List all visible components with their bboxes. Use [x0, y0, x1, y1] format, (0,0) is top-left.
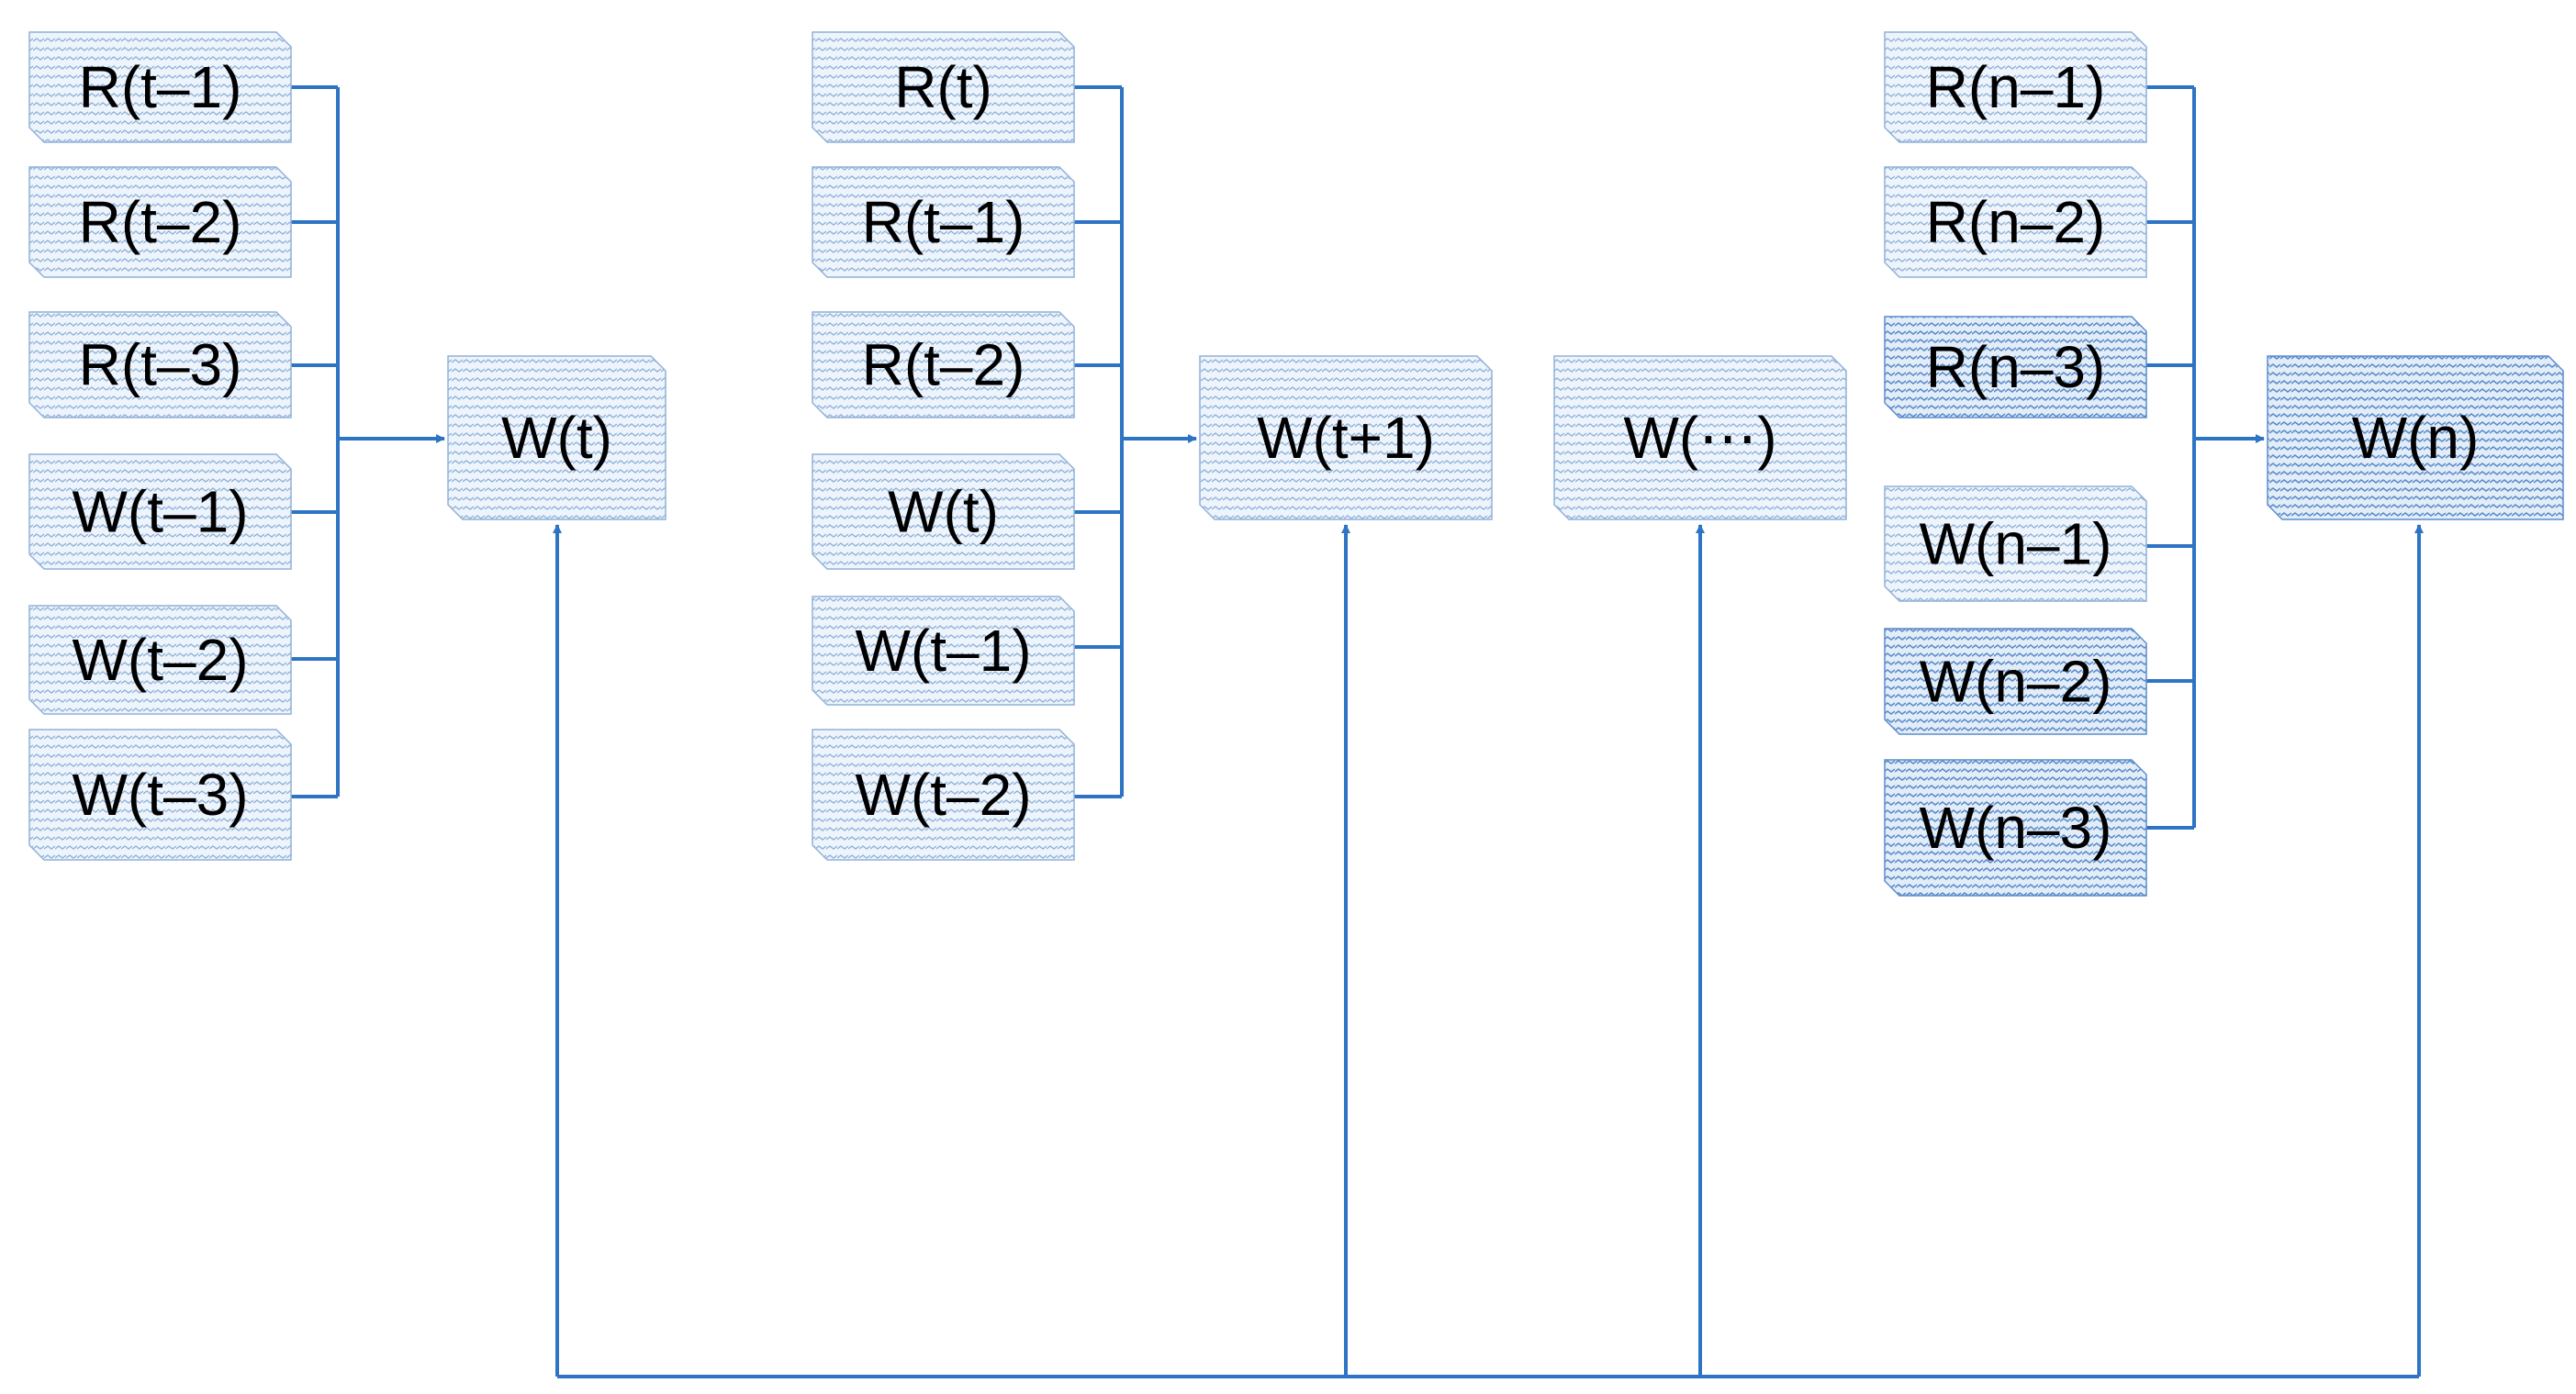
output-box: W(t)	[447, 355, 666, 520]
input-label: W(t–2)	[73, 627, 249, 693]
input-box: R(t–2)	[812, 311, 1075, 418]
group-w-t: R(t–1) R(t–2) R(t–3) W(t–1) W(t–2) W(t–3…	[28, 31, 666, 861]
box-shape	[812, 31, 1075, 143]
box-shape	[1553, 355, 1847, 520]
group-w-n: R(n–1) R(n–2) R(n–3) W(n–1) W(n–2) W(n–3…	[1884, 31, 2564, 897]
input-label: W(t–1)	[73, 479, 249, 545]
input-box: W(t–2)	[28, 605, 292, 715]
output-label: W(n)	[2352, 405, 2480, 471]
box-shape	[812, 453, 1075, 570]
box-shape	[812, 729, 1075, 861]
input-label: R(t–3)	[79, 332, 242, 398]
output-label: W(⋯)	[1623, 405, 1776, 471]
output-box: W(t+1)	[1199, 355, 1493, 520]
connector-lines	[291, 85, 2424, 1378]
input-box: W(t–3)	[28, 729, 292, 861]
box-shape	[2267, 355, 2564, 520]
input-label: R(t–1)	[79, 54, 242, 120]
input-label: W(n–2)	[1920, 649, 2112, 715]
box-shape	[28, 311, 292, 418]
input-box: R(n–3)	[1884, 316, 2147, 418]
input-box: R(t–1)	[812, 166, 1075, 278]
input-box: W(t)	[812, 453, 1075, 570]
group-w-t-plus-1: R(t) R(t–1) R(t–2) W(t) W(t–1) W(t–2) W(…	[812, 31, 1493, 861]
box-shape	[447, 355, 666, 520]
box-shape	[1884, 166, 2147, 278]
output-box: W(⋯)	[1553, 355, 1847, 520]
input-label: W(n–1)	[1920, 511, 2112, 577]
input-box: R(n–1)	[1884, 31, 2147, 143]
input-box: W(t–2)	[812, 729, 1075, 861]
input-label: R(n–2)	[1926, 189, 2106, 255]
box-shape	[812, 311, 1075, 418]
box-shape	[1884, 759, 2147, 897]
input-box: W(n–1)	[1884, 485, 2147, 602]
output-label: W(t)	[501, 405, 612, 471]
input-box: R(t–3)	[28, 311, 292, 418]
input-box: W(n–2)	[1884, 628, 2147, 735]
box-shape	[28, 605, 292, 715]
input-label: R(t)	[894, 54, 992, 120]
input-label: R(n–1)	[1926, 54, 2106, 120]
group-w-ellipsis: W(⋯)	[1553, 355, 1847, 520]
input-label: R(n–3)	[1926, 334, 2106, 400]
input-box: W(n–3)	[1884, 759, 2147, 897]
box-shape	[28, 729, 292, 861]
box-shape	[1884, 316, 2147, 418]
output-label: W(t+1)	[1257, 405, 1435, 471]
input-label: W(n–3)	[1920, 795, 2112, 861]
box-shape	[1884, 31, 2147, 143]
box-shape	[28, 453, 292, 570]
input-label: W(t–3)	[73, 762, 249, 828]
input-label: R(t–2)	[862, 332, 1025, 398]
box-shape	[1199, 355, 1493, 520]
output-box: W(n)	[2267, 355, 2564, 520]
box-shape	[812, 166, 1075, 278]
input-box: W(t–1)	[812, 596, 1075, 706]
input-label: R(t–2)	[79, 189, 242, 255]
input-box: R(t–1)	[28, 31, 292, 143]
input-label: W(t)	[888, 479, 999, 545]
box-shape	[28, 31, 292, 143]
box-shape	[1884, 485, 2147, 602]
input-box: R(t)	[812, 31, 1075, 143]
input-box: R(n–2)	[1884, 166, 2147, 278]
box-shape	[1884, 628, 2147, 735]
box-shape	[812, 596, 1075, 706]
input-label: R(t–1)	[862, 189, 1025, 255]
input-box: R(t–2)	[28, 166, 292, 278]
box-shape	[28, 166, 292, 278]
input-label: W(t–2)	[856, 762, 1032, 828]
input-box: W(t–1)	[28, 453, 292, 570]
input-label: W(t–1)	[856, 618, 1032, 684]
